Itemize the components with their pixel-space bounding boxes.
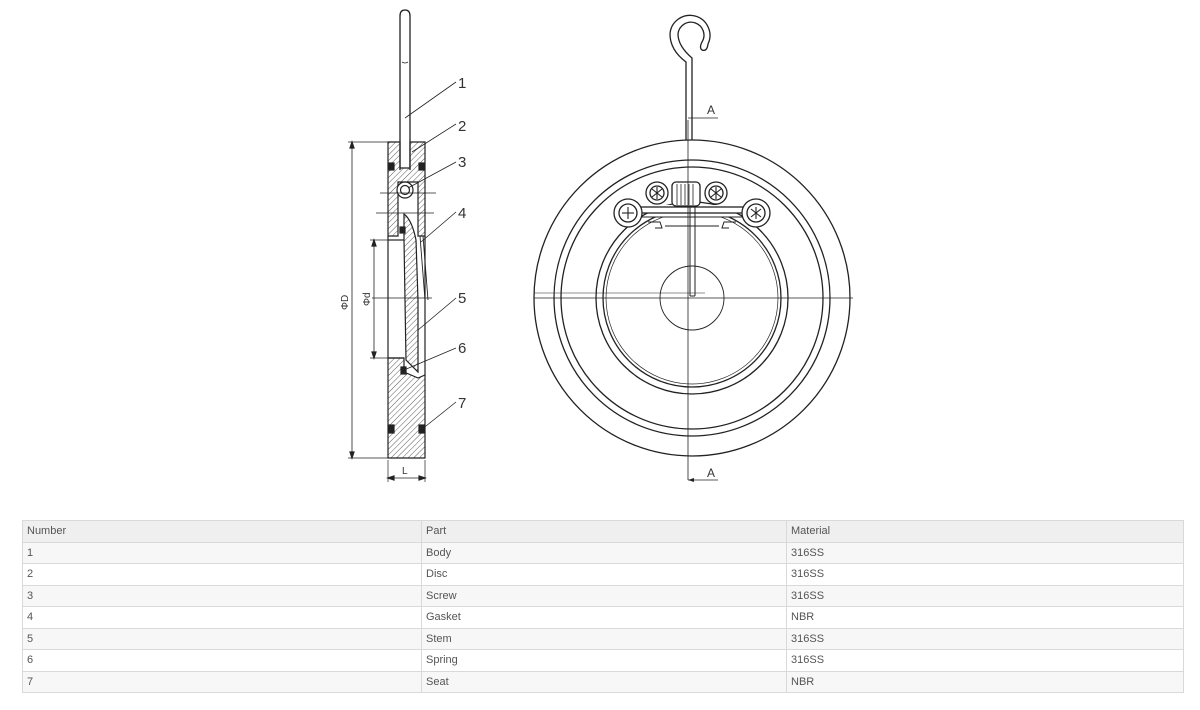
balloon-1: 1 [458, 75, 466, 92]
balloon-2: 2 [458, 118, 466, 135]
header-material: Material [786, 520, 1184, 543]
front-view-labels: A A [707, 103, 715, 480]
section-view-labels: 1 2 3 4 5 6 7 ΦD Φd L [340, 75, 466, 477]
table-row: 4 Gasket NBR [22, 606, 1184, 629]
cell-material: 316SS [786, 541, 1184, 564]
cell-number: 2 [22, 563, 422, 586]
cell-number: 5 [22, 627, 422, 650]
cell-number: 6 [22, 649, 422, 672]
cell-number: 7 [22, 670, 422, 693]
balloon-3: 3 [458, 154, 466, 171]
dim-outer-diameter: ΦD [340, 295, 351, 310]
cell-material: NBR [786, 670, 1184, 693]
dim-inner-diameter: Φd [362, 292, 373, 306]
cell-material: 316SS [786, 584, 1184, 607]
table-row: 6 Spring 316SS [22, 649, 1184, 672]
cell-part: Stem [421, 627, 787, 650]
balloon-5: 5 [458, 290, 466, 307]
cell-number: 1 [22, 541, 422, 564]
technical-drawing: 1 2 3 4 5 6 7 ΦD Φd L [340, 9, 853, 482]
table-header-row: Number Part Material [22, 520, 1184, 543]
table-row: 7 Seat NBR [22, 670, 1184, 693]
cell-number: 4 [22, 606, 422, 629]
cell-part: Seat [421, 670, 787, 693]
table-row: 2 Disc 316SS [22, 563, 1184, 586]
cell-material: 316SS [786, 627, 1184, 650]
table-row: 3 Screw 316SS [22, 584, 1184, 607]
table-row: 5 Stem 316SS [22, 627, 1184, 650]
balloon-7: 7 [458, 395, 466, 412]
table-row: 1 Body 316SS [22, 541, 1184, 564]
section-mark-bottom: A [707, 466, 715, 480]
cell-material: 316SS [786, 563, 1184, 586]
header-number: Number [22, 520, 422, 543]
section-mark-top: A [707, 103, 715, 117]
header-part: Part [421, 520, 787, 543]
cell-part: Gasket [421, 606, 787, 629]
front-view [533, 14, 853, 482]
balloon-6: 6 [458, 340, 466, 357]
section-view [348, 9, 457, 482]
cell-number: 3 [22, 584, 422, 607]
balloon-4: 4 [458, 205, 466, 222]
cell-material: NBR [786, 606, 1184, 629]
cell-part: Disc [421, 563, 787, 586]
cell-part: Screw [421, 584, 787, 607]
cell-part: Spring [421, 649, 787, 672]
cell-material: 316SS [786, 649, 1184, 672]
dim-length: L [402, 466, 408, 477]
cell-part: Body [421, 541, 787, 564]
parts-table: Number Part Material 1 Body 316SS 2 Disc… [22, 520, 1184, 693]
valve-drawing-svg: 1 2 3 4 5 6 7 ΦD Φd L [340, 9, 853, 482]
